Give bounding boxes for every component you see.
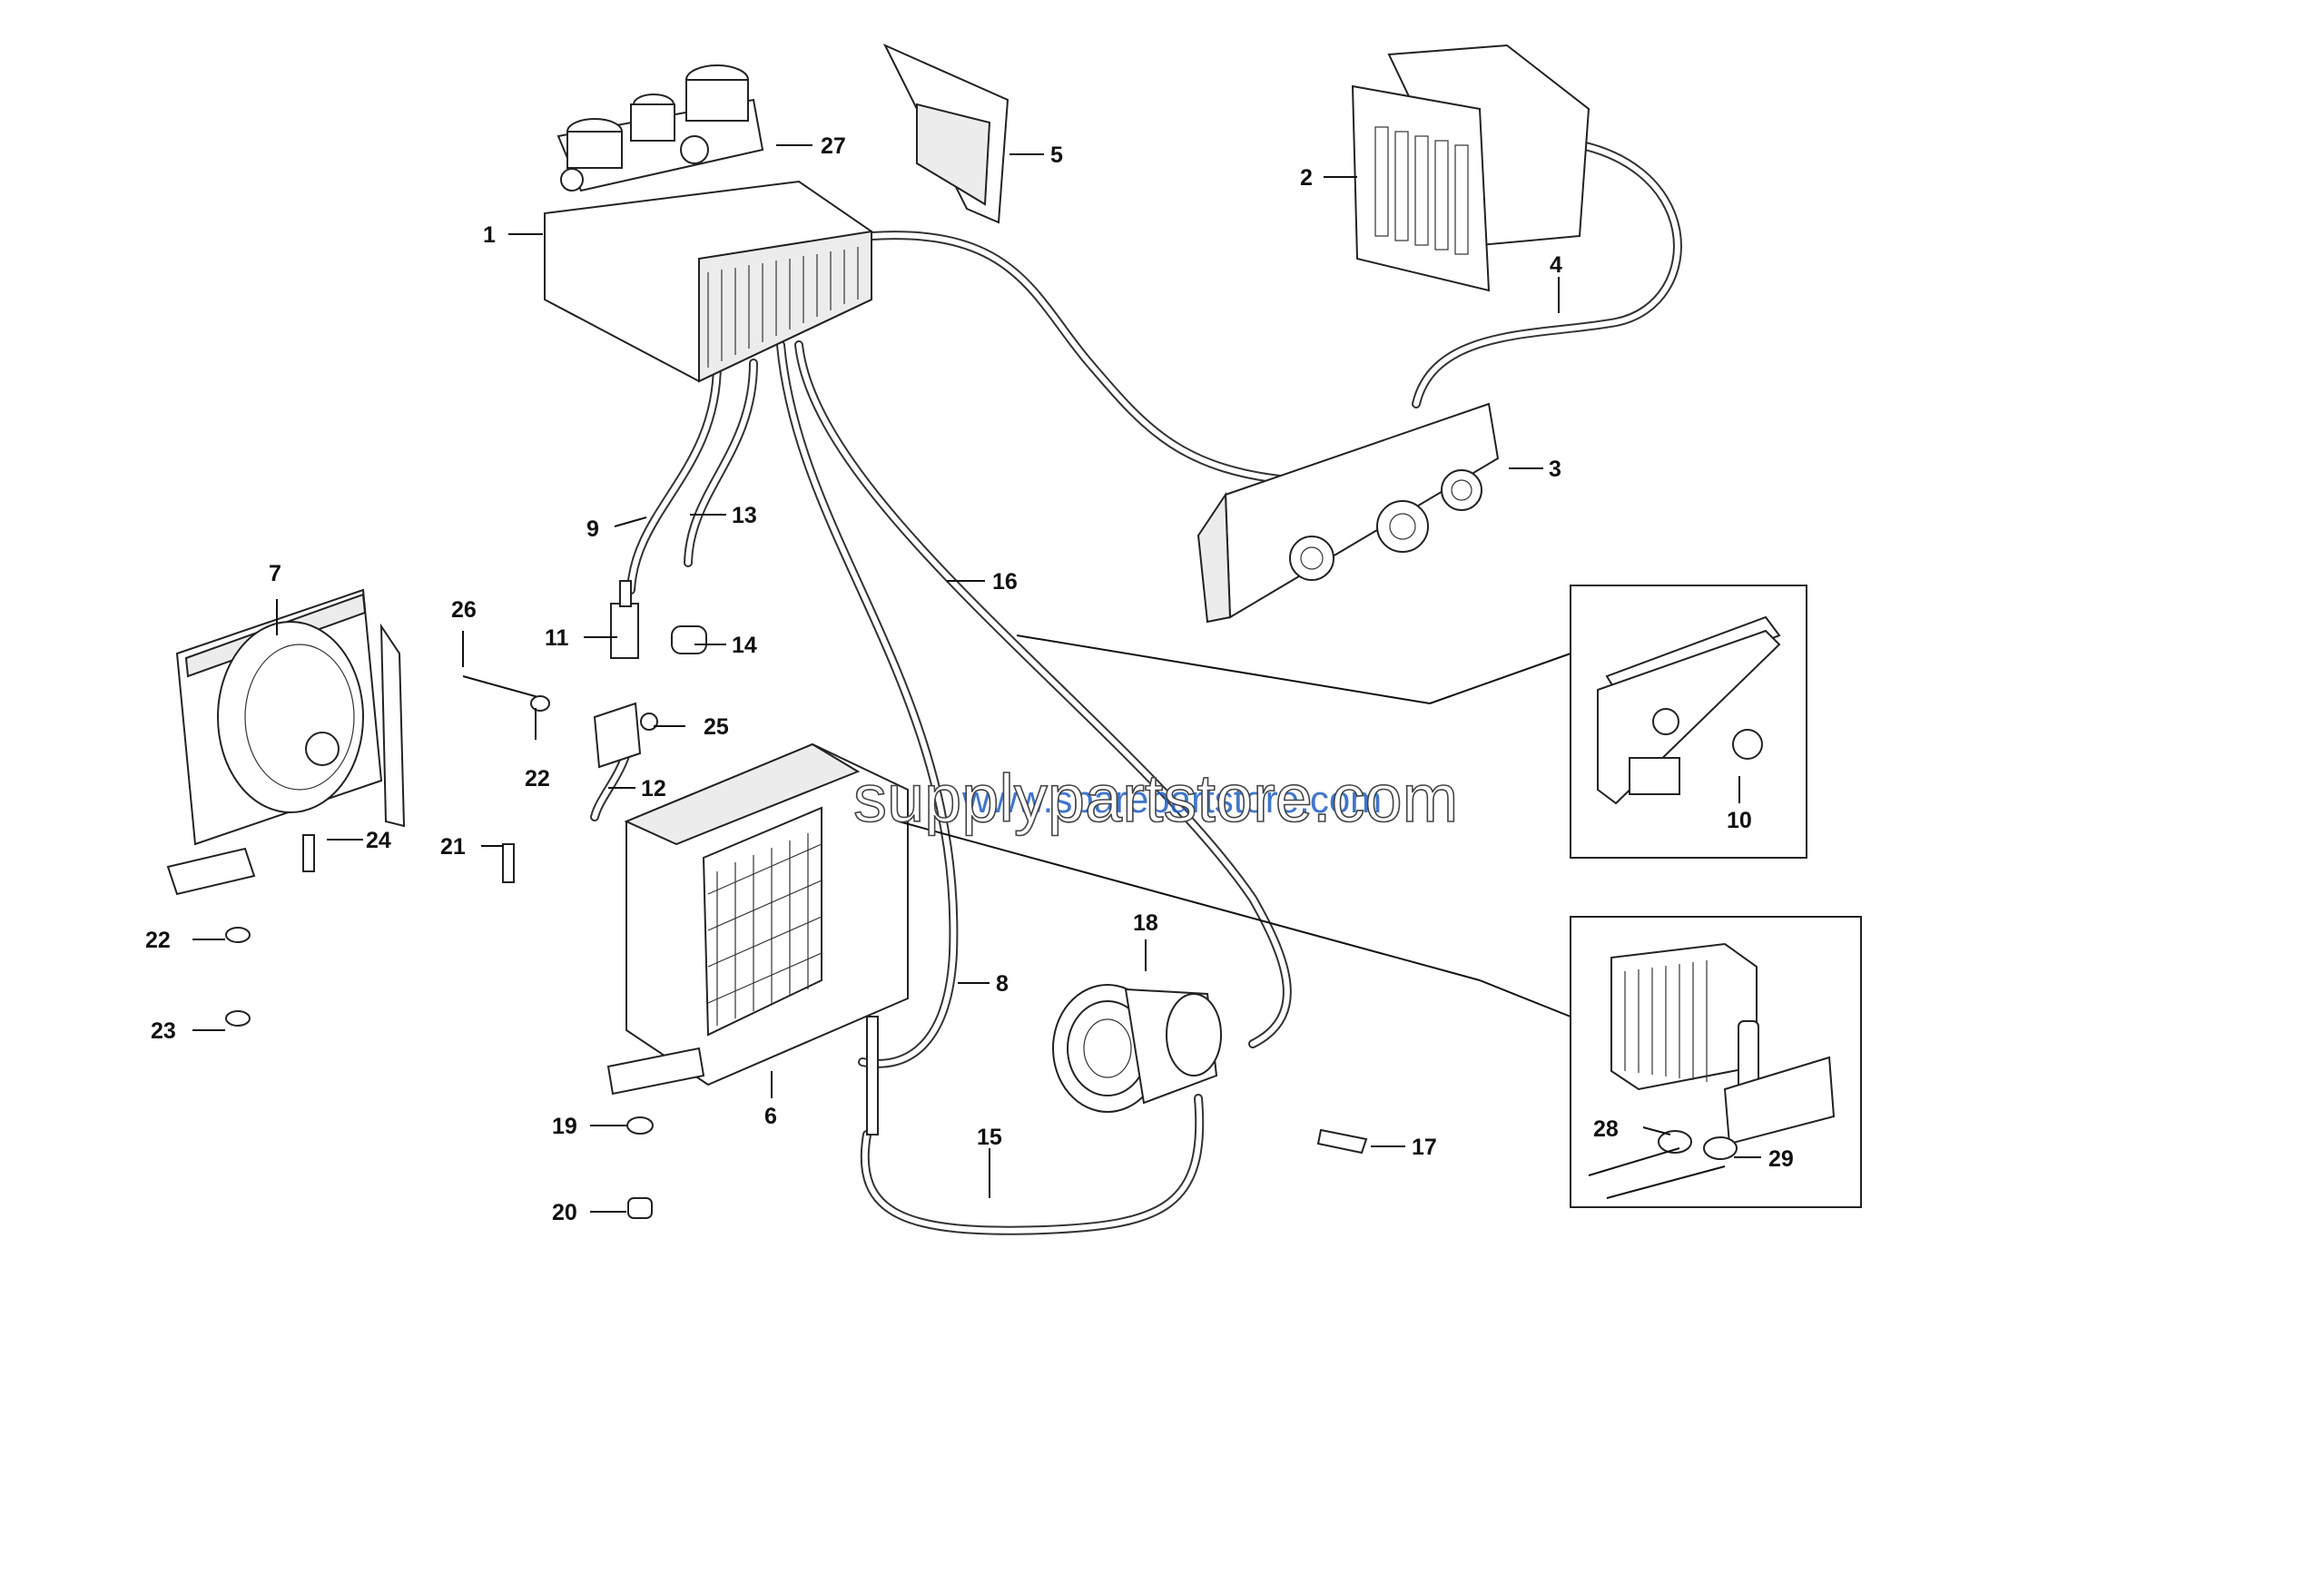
inset-28-29 (898, 821, 1862, 1208)
callout-21: 21 (440, 834, 466, 860)
callout-6: 6 (764, 1104, 777, 1129)
callout-19: 19 (552, 1114, 577, 1139)
hardware (225, 580, 1368, 1219)
callout-17: 17 (1412, 1135, 1437, 1160)
callout-27: 27 (821, 133, 846, 159)
callout-24: 24 (366, 828, 391, 853)
leader-lines (192, 144, 1761, 1213)
fan-radiator (166, 588, 406, 896)
watermark: www.sparepartstore.com supplypartstore.c… (852, 760, 1459, 837)
callout-22a: 22 (525, 766, 550, 791)
callout-26: 26 (451, 597, 477, 623)
callout-22b: 22 (145, 928, 171, 953)
callout-16: 16 (992, 569, 1018, 595)
callout-7: 7 (269, 561, 281, 586)
callout-18: 18 (1133, 910, 1158, 936)
heater-unit (544, 64, 872, 383)
callout-20: 20 (552, 1200, 577, 1225)
callout-15: 15 (977, 1125, 1002, 1150)
callout-14: 14 (732, 633, 757, 658)
condenser (606, 742, 909, 1096)
watermark-primary: supplypartstore.com (853, 761, 1458, 836)
inset-10 (1016, 585, 1807, 859)
callout-labels: 1 2 3 4 5 6 7 8 9 10 11 12 13 14 15 16 1… (145, 133, 1794, 1225)
callout-5: 5 (1050, 143, 1063, 168)
watermark-secondary: www.sparepartstore.com (961, 778, 1382, 821)
callout-2: 2 (1300, 165, 1313, 191)
callout-10: 10 (1727, 808, 1752, 833)
callout-13: 13 (732, 503, 757, 528)
hoses (590, 136, 1682, 1235)
callout-1: 1 (483, 222, 496, 248)
callout-11: 11 (545, 625, 569, 651)
compressor (1052, 984, 1222, 1113)
louvre-unit (1351, 44, 1590, 292)
callout-9: 9 (586, 516, 599, 542)
callout-23: 23 (151, 1018, 176, 1044)
callout-8: 8 (996, 971, 1009, 997)
callout-29: 29 (1768, 1146, 1794, 1172)
control-panel (1196, 402, 1500, 624)
callout-28: 28 (1593, 1116, 1619, 1142)
callout-4: 4 (1550, 252, 1562, 278)
vent-outlet (882, 43, 1009, 224)
callout-25: 25 (704, 714, 729, 740)
callout-3: 3 (1549, 457, 1561, 482)
callout-12: 12 (641, 776, 666, 801)
